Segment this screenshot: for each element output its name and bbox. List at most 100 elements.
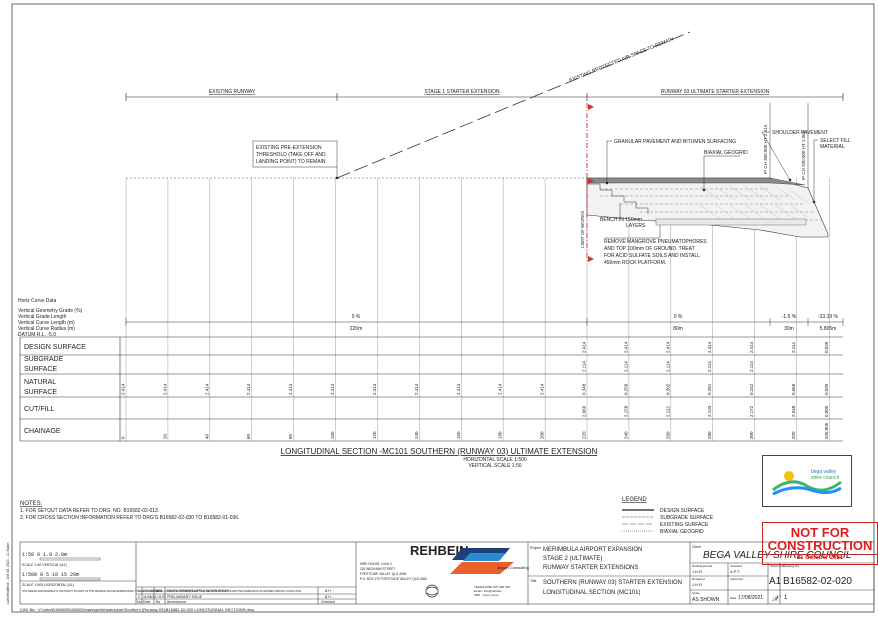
sheet-border <box>11 3 875 613</box>
station-value-nat: 0.281 <box>707 383 712 395</box>
station-value-nat: 2.414 <box>540 383 545 395</box>
bench-callout <box>616 203 621 219</box>
firm-subtitle: Airport Consulting <box>497 565 529 570</box>
station-value-cut: 2.048 <box>791 405 796 417</box>
revision-header: No. Date By Amendment Checked <box>137 600 335 604</box>
firm-contact-3: ABN : xxxxx xxxxx <box>474 593 499 597</box>
svg-text:THRESHOLD (TAKE OFF AND: THRESHOLD (TAKE OFF AND <box>256 152 326 158</box>
sheet-size: A1 <box>769 576 782 587</box>
station-value-nat: 0.066 <box>791 383 796 395</box>
firm-name: REHBEIN <box>410 543 469 558</box>
svg-text:DESIGN SURFACE: DESIGN SURFACE <box>24 344 86 351</box>
signature-mark: 𝒳 <box>772 594 782 603</box>
station-value-nat: 0.242 <box>749 383 754 395</box>
title-label: Title <box>530 579 537 583</box>
svg-text:Date: Date <box>143 600 150 604</box>
client-label: Client <box>692 545 701 549</box>
grade-2: 0 % <box>674 314 683 320</box>
legend-geogrid: BIAXIAL GEOGRID <box>660 529 704 535</box>
natural-label-2: SURFACE <box>24 389 57 396</box>
station-value-ch: 260 <box>665 431 670 439</box>
geogrid-callout <box>702 155 740 192</box>
svg-text:Checked: Checked <box>321 600 335 604</box>
svg-text:LANDING POINT) TO REMAIN: LANDING POINT) TO REMAIN <box>256 159 326 165</box>
station-value-design: 2.114 <box>791 342 796 353</box>
copyright-disclaimer: THIS DESIGN AND DRAWING IS COPYRIGHT. NO… <box>22 590 301 593</box>
mangrove-label-3: FOR ACID SULFATE SOILS AND INSTALL <box>604 253 700 259</box>
svg-text:Vertical Curve Radius (m): Vertical Curve Radius (m) <box>18 326 75 332</box>
station-value-nat: 2.414 <box>204 383 209 395</box>
station-value-sub: 2.114 <box>749 361 754 372</box>
station-value-nat: 2.414 <box>288 383 293 395</box>
station-value-nat: 0.302 <box>665 383 670 395</box>
station-value-ch: 80 <box>288 433 293 439</box>
station-value-sub: 2.114 <box>665 361 670 372</box>
ip-label-2: IP CH 330.000 HT 1.964 <box>801 130 806 180</box>
title-block <box>19 541 875 605</box>
station-value-sub: 2.114 <box>582 361 587 372</box>
designed-value: J.H.R. <box>692 582 703 587</box>
geogrid-label: BIAXIAL GEOGRID <box>704 150 748 156</box>
bench-label-2: LAYERS <box>626 223 646 229</box>
station-value-design: 2.414 <box>749 341 754 353</box>
mangrove-label-2: AND TOP 100mm OF GROUND. TREAT <box>604 246 695 252</box>
mangrove-callout <box>604 225 661 239</box>
granular-label: GRANULAR PAVEMENT AND BITUMEN SURFACING <box>614 139 736 145</box>
limit-marker-bot <box>588 256 594 262</box>
station-value-ch: 0 <box>121 436 126 439</box>
svg-text:PRELIMINARY ISSUE: PRELIMINARY ISSUE <box>167 595 203 599</box>
grade-1-length: 220m <box>350 326 363 332</box>
svg-text:Vertical Curve Length (m): Vertical Curve Length (m) <box>18 320 75 326</box>
curve-data-labels: Horiz Curve Data Vertical Geometry Grade… <box>18 298 83 338</box>
drafted-value: J.H.R. <box>692 569 703 574</box>
firm-logo-icon <box>450 548 514 574</box>
station-value-nat: 2.414 <box>372 383 377 395</box>
station-value-design: 2.414 <box>665 341 670 353</box>
grade-1: 0 % <box>352 314 361 320</box>
scale-bar-vertical: 1:50 0 1.0 2.0m <box>22 552 67 558</box>
legend-heading: LEGEND <box>622 497 647 503</box>
scale-bar-vertical-graphic <box>39 557 101 561</box>
subgrade-label-2: SURFACE <box>24 366 57 373</box>
existing-runway-label: EXISTING RUNWAY <box>209 89 256 95</box>
designed-label: Designed <box>692 577 705 581</box>
station-value-ch: 100 <box>330 431 335 439</box>
limit-of-works-label: LIMIT OF WORKS <box>580 211 585 248</box>
grade-4: -33.33 % <box>818 314 839 320</box>
logo-text-1: bega valley <box>811 469 837 475</box>
firm-address-3: FORTITUDE VALLEY QLD 4006 <box>360 572 406 576</box>
title-line-2: LONGITUDINAL SECTION (MC101) <box>543 590 640 596</box>
station-value-design: 2.414 <box>623 341 628 353</box>
protected-airspace-line <box>336 31 691 179</box>
row-labels: DESIGN SURFACE SUBGRADE SURFACE NATURAL … <box>24 344 86 435</box>
bench-label-1: BENCH IN 150mm <box>600 217 642 223</box>
firm-contact-2: Email : info@rehbein <box>474 589 502 593</box>
station-value-ch: 120 <box>372 431 377 439</box>
station-value-nat: 0.348 <box>582 383 587 395</box>
drawing-no-label: Drawing No. <box>783 564 800 568</box>
grade-4-length: 5.805m <box>820 326 837 332</box>
drafted-label: Draft/Approved <box>692 564 713 568</box>
station-value-nat: 2.414 <box>121 383 126 395</box>
sheet-size-label: Sheet Size <box>770 564 785 568</box>
station-value-cut: 0.000 <box>824 405 829 417</box>
scale-value: AS SHOWN <box>692 597 720 603</box>
protected-airspace-label: EXISTING PROTECTED AIR SPACE TO REMAIN <box>569 36 675 84</box>
grade-2-length: 80m <box>673 326 683 332</box>
horizontal-scale: HORIZONTAL SCALE 1:500 <box>463 457 527 463</box>
station-value-cut: 2.066 <box>582 405 587 417</box>
svg-text:Amendment: Amendment <box>167 600 186 604</box>
granular-callout <box>605 140 612 185</box>
svg-text:Vertical Geometry Grade (%): Vertical Geometry Grade (%) <box>18 308 83 314</box>
svg-text:22/10/2021: 22/10/2021 <box>143 589 161 593</box>
threshold-callout: EXISTING PRE-EXTENSION THRESHOLD (TAKE O… <box>252 140 339 180</box>
station-value-ch: 60 <box>246 433 251 439</box>
ip-label-1: IP CH 300.000 HT 2.414 <box>763 124 768 174</box>
scale-bar-horizontal-graphic <box>39 577 101 581</box>
station-value-nat: 2.414 <box>414 383 419 395</box>
section-title: LONGITUDINAL SECTION -MC101 SOUTHERN (RU… <box>281 447 598 456</box>
station-value-nat: 2.414 <box>498 383 503 395</box>
svg-text:1: 1 <box>138 589 140 593</box>
station-value-nat: 2.414 <box>330 383 335 395</box>
station-values: 2.41402.414202.414402.414602.414802.4141… <box>121 341 830 439</box>
